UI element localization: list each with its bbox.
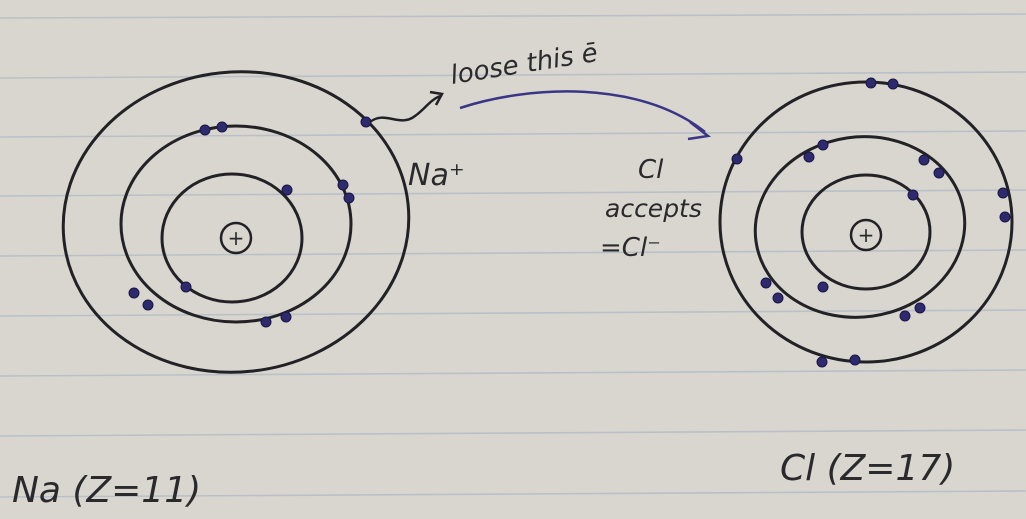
sodium-label: Na (Z=11) bbox=[12, 470, 201, 511]
cl-nucleus-symbol: + bbox=[858, 223, 875, 247]
electron bbox=[817, 281, 829, 293]
na-electrons bbox=[128, 116, 372, 328]
electron bbox=[199, 124, 211, 136]
electron bbox=[772, 292, 784, 304]
valence-electron bbox=[360, 116, 372, 128]
na-middle-shell bbox=[119, 124, 353, 324]
electron bbox=[865, 77, 877, 89]
na-outer-shell bbox=[61, 70, 411, 374]
transfer-arrowhead-icon bbox=[687, 121, 712, 141]
chlorine-accepts-line-2: accepts bbox=[605, 194, 702, 223]
cl-electrons bbox=[731, 77, 1011, 368]
electron bbox=[999, 211, 1011, 223]
electron bbox=[918, 154, 930, 166]
electron bbox=[343, 192, 355, 204]
electron bbox=[997, 187, 1009, 199]
ruled-lines bbox=[0, 13, 1026, 498]
electron bbox=[216, 121, 228, 133]
electron bbox=[849, 354, 861, 366]
sodium-atom: + bbox=[61, 70, 411, 374]
electron bbox=[142, 299, 154, 311]
electron-pointer-line bbox=[369, 94, 441, 124]
electron-pointer-arrowhead bbox=[429, 90, 444, 106]
electron bbox=[280, 311, 292, 323]
electron bbox=[260, 316, 272, 328]
cl-nucleus bbox=[849, 218, 883, 252]
electron bbox=[760, 277, 772, 289]
electron bbox=[180, 281, 192, 293]
chlorine-label: Cl (Z=17) bbox=[780, 448, 955, 489]
electron bbox=[731, 153, 743, 165]
chlorine-accepts-line-3: =Cl⁻ bbox=[600, 233, 661, 263]
sodium-ion-label: Na⁺ bbox=[408, 158, 465, 193]
electron bbox=[933, 167, 945, 179]
na-inner-shell bbox=[160, 172, 304, 304]
electron bbox=[899, 310, 911, 322]
cl-inner-shell bbox=[800, 173, 932, 291]
electron bbox=[128, 287, 140, 299]
na-nucleus-symbol: + bbox=[228, 226, 245, 250]
na-nucleus bbox=[219, 221, 253, 255]
electron bbox=[887, 78, 899, 90]
chlorine-accepts-line-1: Cl bbox=[638, 155, 664, 185]
electron bbox=[817, 139, 829, 151]
electron bbox=[281, 184, 293, 196]
cl-middle-shell bbox=[753, 135, 967, 319]
electron bbox=[816, 356, 828, 368]
electron bbox=[907, 189, 919, 201]
electron bbox=[803, 151, 815, 163]
electron-transfer-arrow bbox=[459, 90, 706, 133]
electron bbox=[337, 179, 349, 191]
chlorine-atom: + bbox=[718, 77, 1014, 368]
electron bbox=[914, 302, 926, 314]
